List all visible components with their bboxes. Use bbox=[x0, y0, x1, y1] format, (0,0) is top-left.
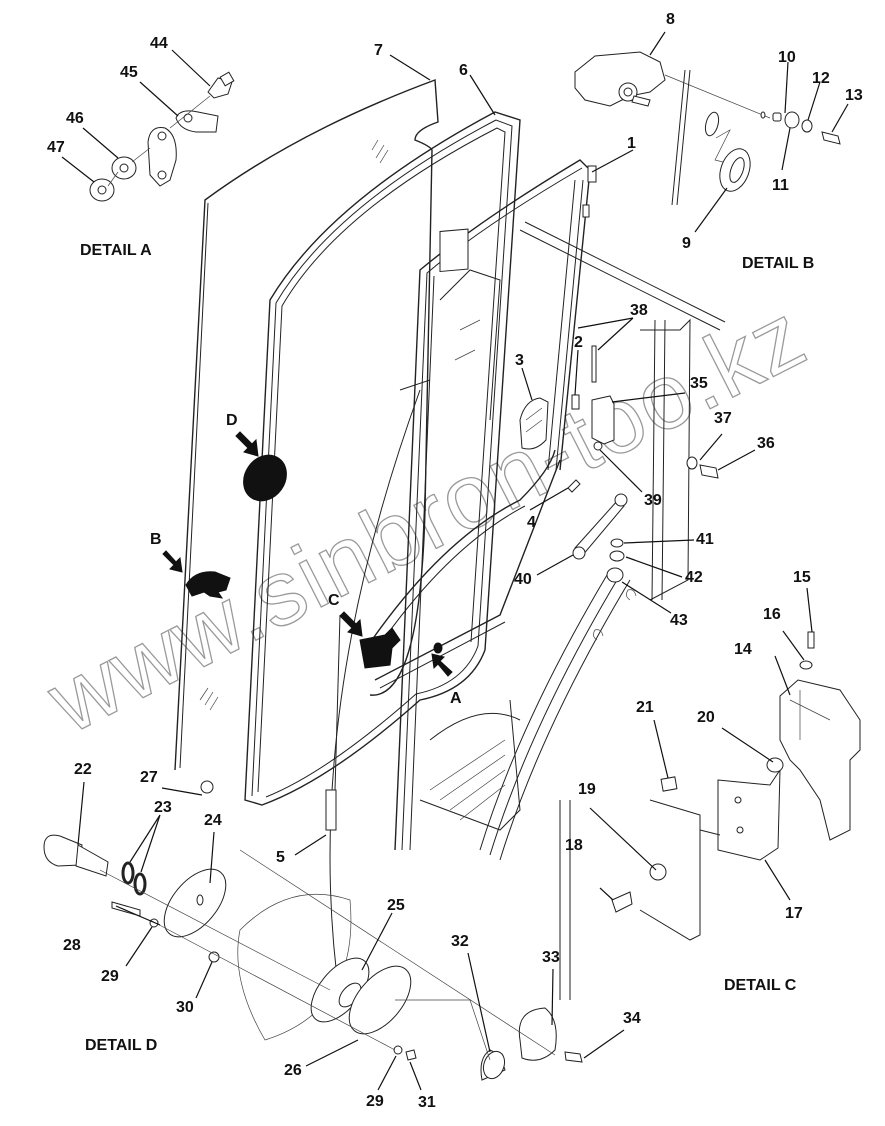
detail-marker-c: C bbox=[328, 592, 401, 669]
callout-35: 35 bbox=[690, 375, 708, 392]
callout-26: 26 bbox=[284, 1062, 302, 1079]
callout-4: 4 bbox=[527, 514, 536, 531]
watermark: www.sinbron-too.kz bbox=[31, 283, 822, 754]
callout-43: 43 bbox=[670, 612, 688, 629]
callout-37: 37 bbox=[714, 410, 732, 427]
callout-numbers: 1 2 3 4 5 6 7 8 9 10 11 12 13 14 15 16 1… bbox=[47, 11, 863, 1111]
callout-27: 27 bbox=[140, 769, 158, 786]
callout-29a: 29 bbox=[101, 968, 119, 985]
callout-30: 30 bbox=[176, 999, 194, 1016]
callout-28: 28 bbox=[63, 937, 81, 954]
marker-d-arrow-icon bbox=[235, 431, 259, 457]
callout-16: 16 bbox=[763, 606, 781, 623]
detail-marker-d: D bbox=[226, 412, 287, 502]
marker-c-label: C bbox=[328, 592, 340, 609]
callout-1: 1 bbox=[627, 135, 636, 152]
callout-14: 14 bbox=[734, 641, 752, 658]
detail-a bbox=[89, 71, 235, 202]
callout-47: 47 bbox=[47, 139, 65, 156]
callout-22: 22 bbox=[74, 761, 92, 778]
callout-18: 18 bbox=[565, 837, 583, 854]
detail-d bbox=[43, 780, 583, 1081]
callout-36: 36 bbox=[757, 435, 775, 452]
callout-38: 38 bbox=[630, 302, 648, 319]
detail-marker-a: A bbox=[431, 642, 462, 707]
callout-44: 44 bbox=[150, 35, 168, 52]
callout-24: 24 bbox=[204, 812, 222, 829]
marker-c-arrow-icon bbox=[339, 611, 363, 637]
callout-15: 15 bbox=[793, 569, 811, 586]
marker-d-label: D bbox=[226, 412, 238, 429]
marker-d-blob bbox=[243, 454, 287, 502]
callout-leaders bbox=[61, 31, 849, 1091]
callout-17: 17 bbox=[785, 905, 803, 922]
detail-b bbox=[574, 51, 841, 206]
callout-25: 25 bbox=[387, 897, 405, 914]
callout-29b: 29 bbox=[366, 1093, 384, 1110]
marker-b-label: B bbox=[150, 531, 162, 548]
callout-34: 34 bbox=[623, 1010, 641, 1027]
callout-7: 7 bbox=[374, 42, 383, 59]
marker-b-blob bbox=[185, 571, 231, 599]
callout-40: 40 bbox=[514, 571, 532, 588]
door-glass bbox=[174, 79, 439, 1001]
callout-10: 10 bbox=[778, 49, 796, 66]
callout-2: 2 bbox=[574, 334, 583, 351]
detail-b-label: DETAIL B bbox=[742, 255, 814, 272]
marker-c-blob bbox=[359, 627, 401, 669]
callout-23: 23 bbox=[154, 799, 172, 816]
callout-8: 8 bbox=[666, 11, 675, 28]
detail-a-label: DETAIL A bbox=[80, 242, 152, 259]
door-frame bbox=[364, 159, 591, 851]
callout-45: 45 bbox=[120, 64, 138, 81]
marker-b-arrow-icon bbox=[162, 550, 183, 573]
cab-body bbox=[419, 221, 726, 1000]
hinge-assembly bbox=[519, 165, 719, 583]
callout-6: 6 bbox=[459, 62, 468, 79]
callout-13: 13 bbox=[845, 87, 863, 104]
callout-32: 32 bbox=[451, 933, 469, 950]
callout-3: 3 bbox=[515, 352, 524, 369]
callout-5: 5 bbox=[276, 849, 285, 866]
callout-11: 11 bbox=[772, 177, 789, 194]
marker-a-arrow-icon bbox=[431, 653, 453, 677]
marker-a-label: A bbox=[450, 690, 462, 707]
door-seal bbox=[244, 111, 521, 831]
callout-20: 20 bbox=[697, 709, 715, 726]
callout-33: 33 bbox=[542, 949, 560, 966]
detail-c-label: DETAIL C bbox=[724, 977, 797, 994]
callout-19: 19 bbox=[578, 781, 596, 798]
callout-42: 42 bbox=[685, 569, 703, 586]
callout-46: 46 bbox=[66, 110, 84, 127]
callout-39: 39 bbox=[644, 492, 662, 509]
callout-9: 9 bbox=[682, 235, 691, 252]
callout-21: 21 bbox=[636, 699, 654, 716]
watermark-text: www.sinbron-too.kz bbox=[32, 283, 822, 753]
detail-marker-b: B bbox=[150, 531, 231, 599]
callout-31: 31 bbox=[418, 1094, 436, 1111]
callout-41: 41 bbox=[696, 531, 714, 548]
callout-12: 12 bbox=[812, 70, 830, 87]
detail-d-label: DETAIL D bbox=[85, 1037, 157, 1054]
detail-c bbox=[611, 631, 861, 941]
